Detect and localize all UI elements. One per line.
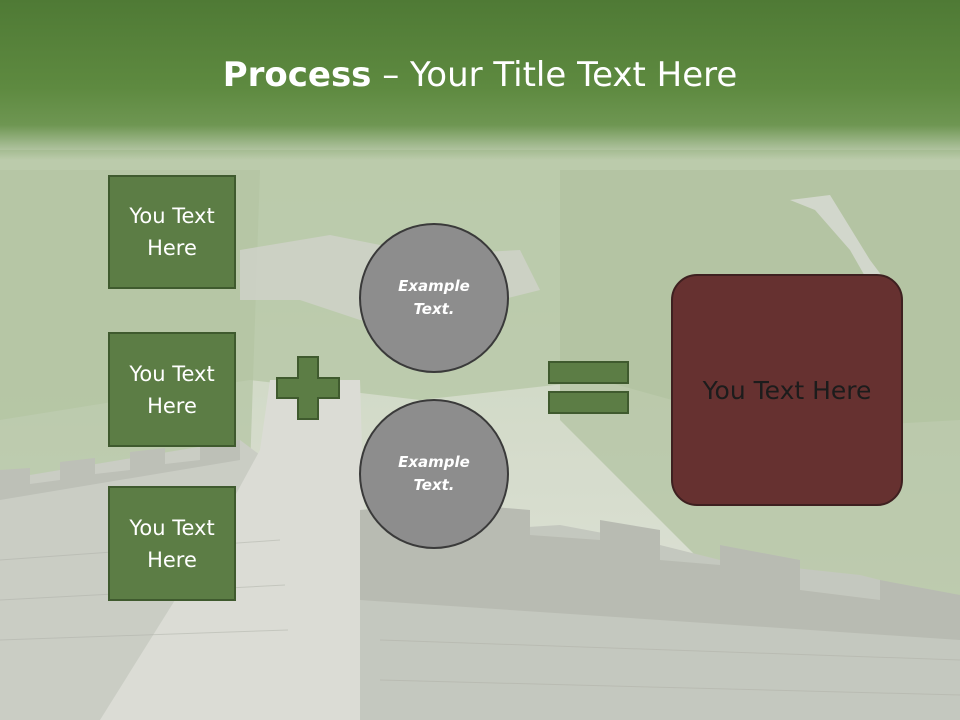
example-circle-2: Example Text. <box>359 399 509 549</box>
slide-title: Process – Your Title Text Here <box>0 52 960 98</box>
equals-icon <box>548 361 629 414</box>
input-box-1: You Text Here <box>108 175 236 289</box>
example-circle-1: Example Text. <box>359 223 509 373</box>
slide-title-bold: Process <box>222 55 372 95</box>
example-circle-label: Example Text. <box>398 277 470 318</box>
input-box-label: You Text Here <box>129 361 215 418</box>
input-box-2: You Text Here <box>108 332 236 447</box>
result-box: You Text Here <box>671 274 903 506</box>
plus-icon <box>276 356 340 420</box>
input-box-3: You Text Here <box>108 486 236 601</box>
input-box-label: You Text Here <box>129 515 215 572</box>
title-band <box>0 0 960 160</box>
example-circle-label: Example Text. <box>398 453 470 494</box>
result-box-label: You Text Here <box>702 375 872 405</box>
slide-title-rest: – Your Title Text Here <box>371 55 738 95</box>
input-box-label: You Text Here <box>129 204 215 260</box>
